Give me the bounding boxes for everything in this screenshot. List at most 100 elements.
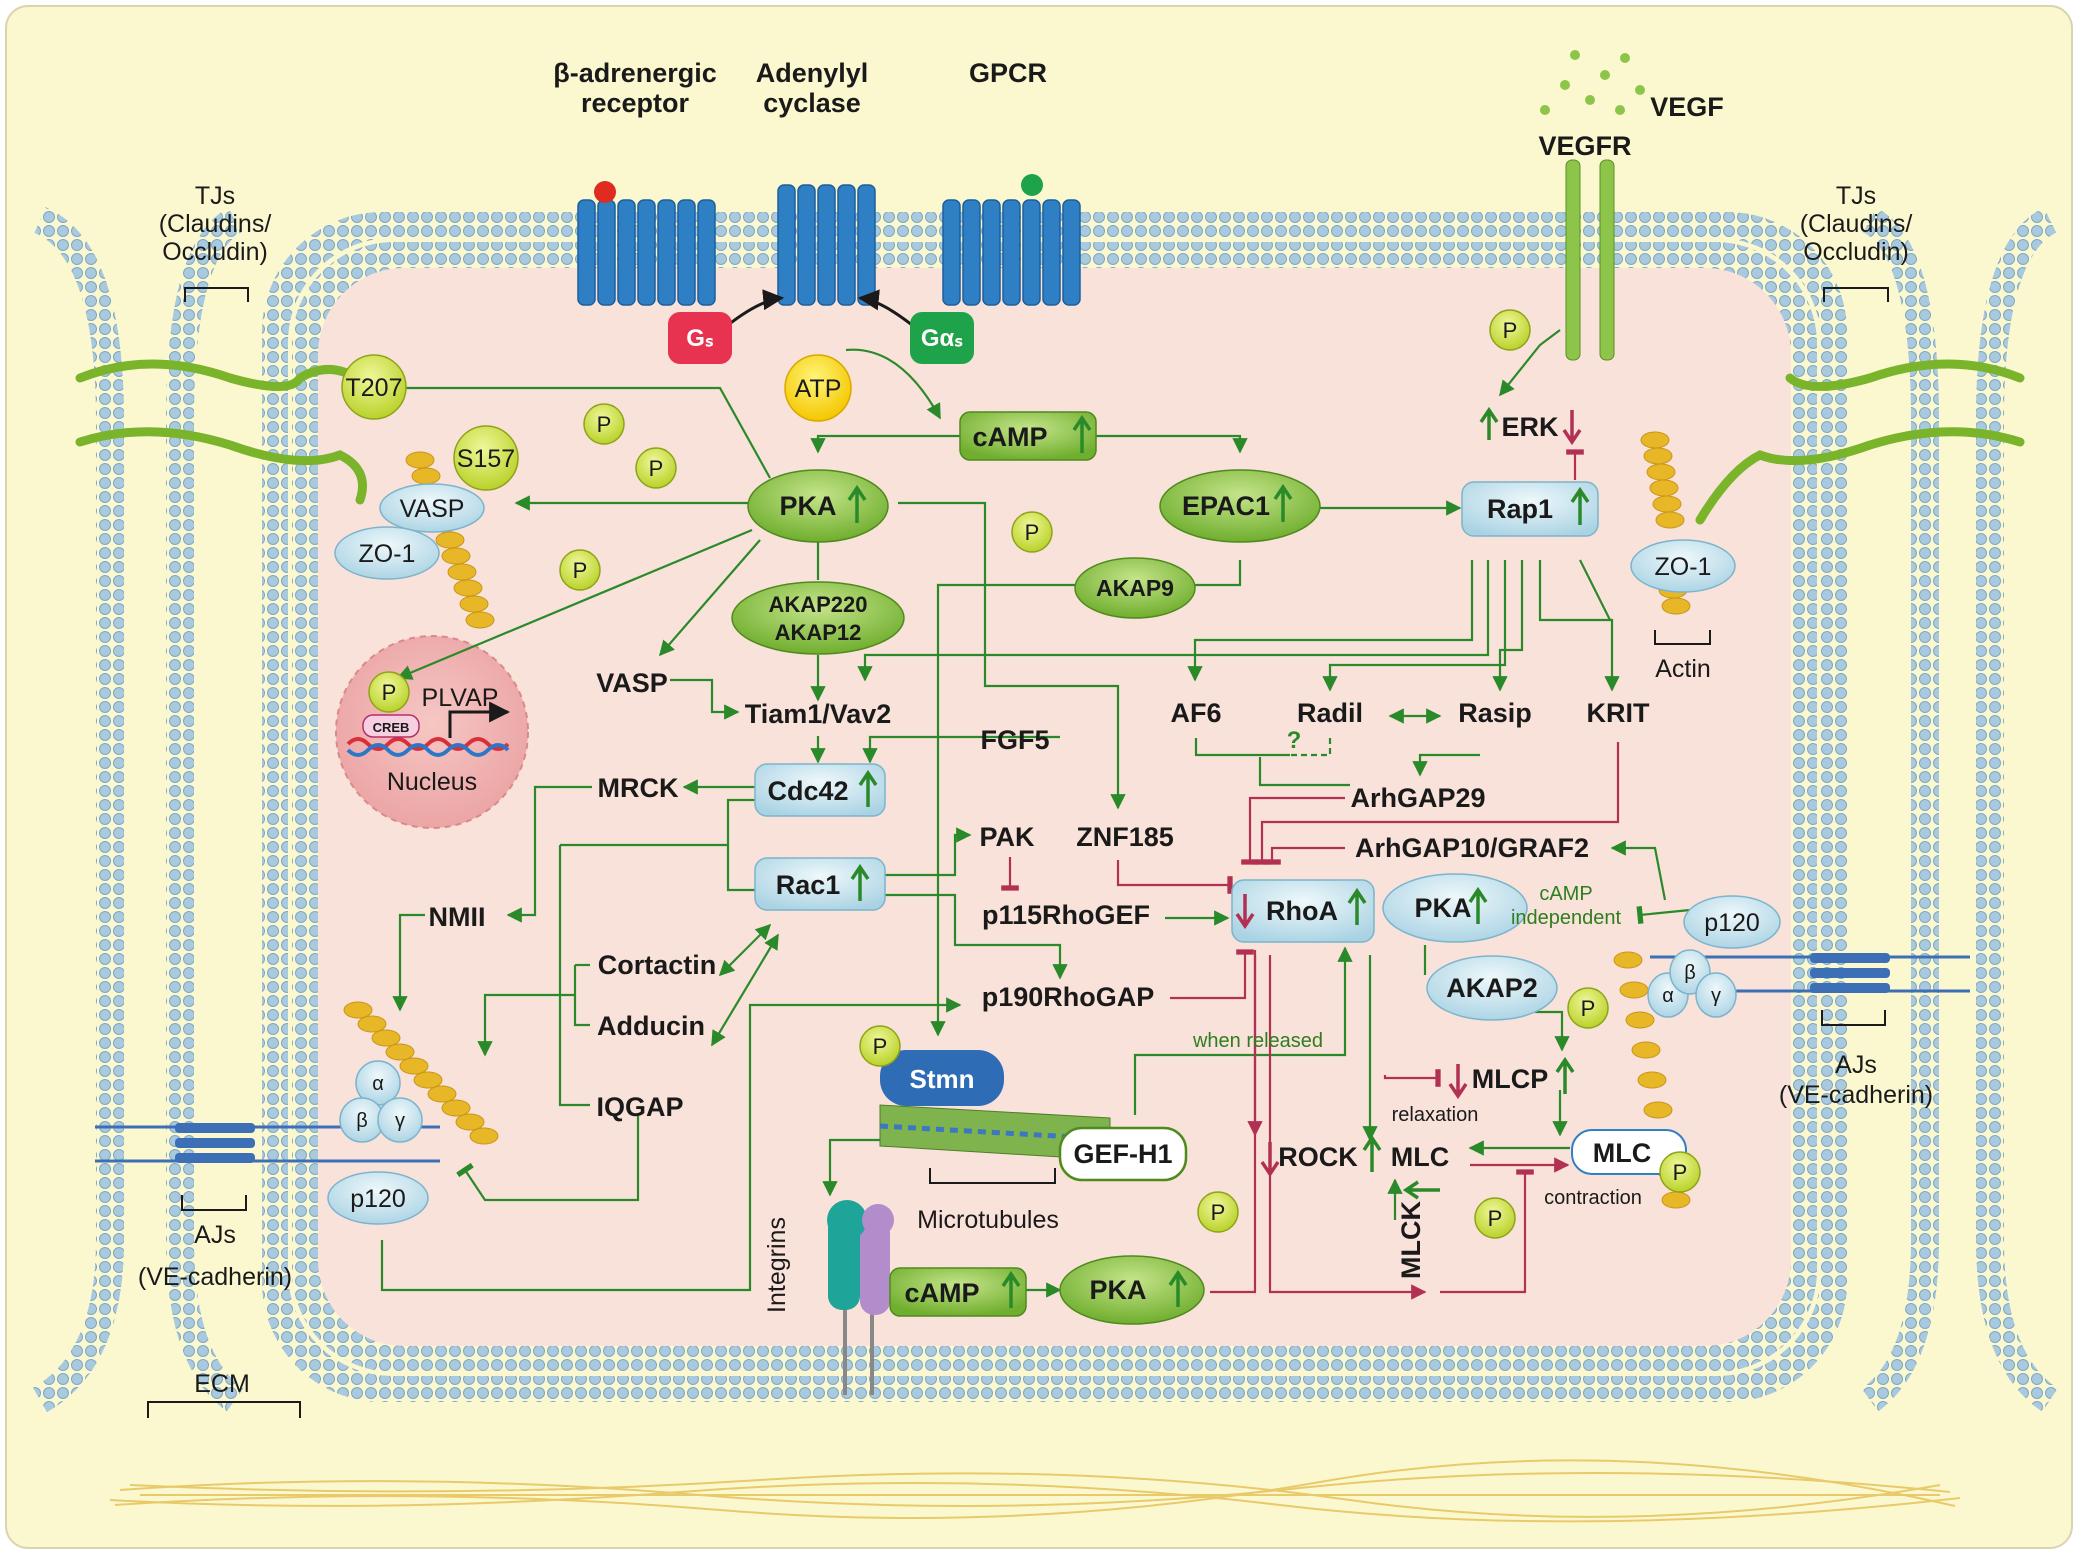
zo1-right-node: [1630, 539, 1736, 593]
iqgap-label: IQGAP: [596, 1092, 683, 1122]
adherens-junction-left: [95, 1123, 440, 1163]
vegfr-label: VEGFR: [1538, 131, 1631, 161]
p115-label: p115RhoGEF: [982, 900, 1150, 930]
up-arrow-icon: [1468, 886, 1488, 924]
p120-right-label: p120: [1704, 909, 1760, 937]
camp-indep-label-1: cAMP: [1539, 883, 1592, 905]
creb-node: [362, 714, 420, 738]
camp-bottom-node: [889, 1267, 1027, 1317]
up-arrow-icon: [1072, 414, 1092, 453]
gas-protein: [910, 312, 974, 364]
phospho-markers: [368, 309, 1701, 1239]
left-arrow-icon: [1402, 1180, 1440, 1200]
up-arrow-icon: [1362, 1134, 1382, 1172]
integrins-label: Integrins: [763, 1217, 791, 1313]
akap220-label: AKAP220: [768, 592, 867, 617]
tjs-right-2: (Claudins/: [1800, 210, 1913, 238]
beta-adrenergic-receptor: [577, 199, 716, 306]
cdc42-node: [754, 763, 886, 817]
cytoplasm: [318, 268, 1791, 1346]
znf185-label: ZNF185: [1076, 822, 1174, 852]
phospho-icon: [1489, 309, 1531, 351]
erk-label: ERK: [1501, 412, 1559, 442]
down-arrow-icon: [1448, 1064, 1468, 1100]
rock-label: ROCK: [1278, 1142, 1358, 1172]
tjs-left-2: (Claudins/: [159, 210, 272, 238]
up-arrow-icon: [1570, 486, 1590, 525]
vasp-top-node: [379, 483, 485, 533]
rasip-label: Rasip: [1458, 698, 1532, 728]
alpha-right-label: α: [1662, 985, 1674, 1007]
adducin-label: Adducin: [597, 1011, 705, 1041]
gas-label: Gαₛ: [921, 325, 963, 352]
phospho-icon: [635, 447, 677, 489]
fgf5-label: FGF5: [980, 725, 1049, 755]
down-arrow-icon: [1235, 894, 1255, 930]
rhoa-label: RhoA: [1266, 896, 1338, 926]
gamma-left-label: γ: [395, 1110, 405, 1132]
t207-node: [341, 354, 407, 420]
up-arrow-icon: [1168, 1269, 1188, 1307]
zo1-right-label: ZO-1: [1655, 553, 1712, 581]
up-arrow-icon: [847, 484, 867, 523]
gpcr-ligand-icon: [1021, 174, 1043, 196]
gefh1-label: GEF-H1: [1073, 1139, 1172, 1169]
ecm-label: ECM: [194, 1370, 250, 1398]
phospho-label: P: [573, 558, 588, 583]
gamma-catenin-left: [377, 1097, 423, 1143]
beta-ligand-icon: [594, 181, 616, 203]
relaxation-label: relaxation: [1392, 1104, 1479, 1126]
rap1-node: [1461, 481, 1599, 537]
pka-main-node: [747, 469, 889, 543]
gamma-right-label: γ: [1711, 985, 1721, 1007]
akap12-label: AKAP12: [775, 620, 862, 645]
microtubules-label: Microtubules: [917, 1206, 1059, 1234]
up-arrow-icon: [858, 769, 878, 807]
actin-label: Actin: [1655, 655, 1711, 683]
phospho-icon: [1474, 1197, 1516, 1239]
akap2-node: [1426, 955, 1558, 1021]
gpcr-receptor: [942, 199, 1081, 306]
rap1-label: Rap1: [1487, 494, 1553, 524]
epac1-node: [1159, 469, 1321, 543]
up-arrow-icon: [1347, 887, 1367, 925]
alpha-left-label: α: [372, 1073, 384, 1095]
camp-indep-label-2: independent: [1511, 907, 1622, 929]
phospho-label: P: [649, 456, 664, 481]
beta-receptor-label-1: β-adrenergic: [553, 58, 717, 88]
krit-label: KRIT: [1587, 698, 1650, 728]
pka-main-label: PKA: [779, 491, 836, 521]
akap220-node: [731, 581, 905, 655]
adenylyl-cyclase: [777, 184, 876, 306]
mlck-label: MLCK: [1396, 1201, 1426, 1279]
pka-bottom-label: PKA: [1089, 1275, 1146, 1305]
p120-left-node: [327, 1171, 429, 1225]
zo1-left-node: [334, 526, 440, 580]
actin-filament-middle-left: [343, 1001, 499, 1145]
vasp-top-label: VASP: [400, 495, 465, 523]
phospho-label: P: [1503, 318, 1518, 343]
phospho-icon: [583, 403, 625, 445]
p190-label: p190RhoGAP: [982, 982, 1155, 1012]
ajs-left-2: (VE-cadherin): [138, 1263, 292, 1291]
ajs-right-1: AJs: [1835, 1051, 1877, 1079]
up-arrow-icons: [847, 406, 1590, 1308]
akap2-label: AKAP2: [1446, 973, 1538, 1003]
gefh1-node: [1058, 1126, 1188, 1182]
phospho-label: P: [382, 680, 397, 705]
phospho-labels: P P P P P P P P P P P: [382, 318, 1688, 1231]
pak-label: PAK: [979, 822, 1035, 852]
radil-label: Radil: [1297, 698, 1363, 728]
phospho-label: P: [597, 412, 612, 437]
gamma-catenin-right: [1695, 972, 1737, 1018]
phospho-label: P: [873, 1034, 888, 1059]
tight-junction-right: [1695, 359, 2025, 525]
ecm-fibers: [109, 1459, 1961, 1523]
akap9-label: AKAP9: [1096, 575, 1174, 601]
beta-receptor-label-2: receptor: [581, 88, 690, 118]
adenylyl-label-1: Adenylyl: [756, 58, 869, 88]
s157-label: S157: [457, 445, 515, 473]
tjs-left-3: Occludin): [162, 238, 268, 266]
mlc-box-label: MLC: [1593, 1138, 1651, 1168]
